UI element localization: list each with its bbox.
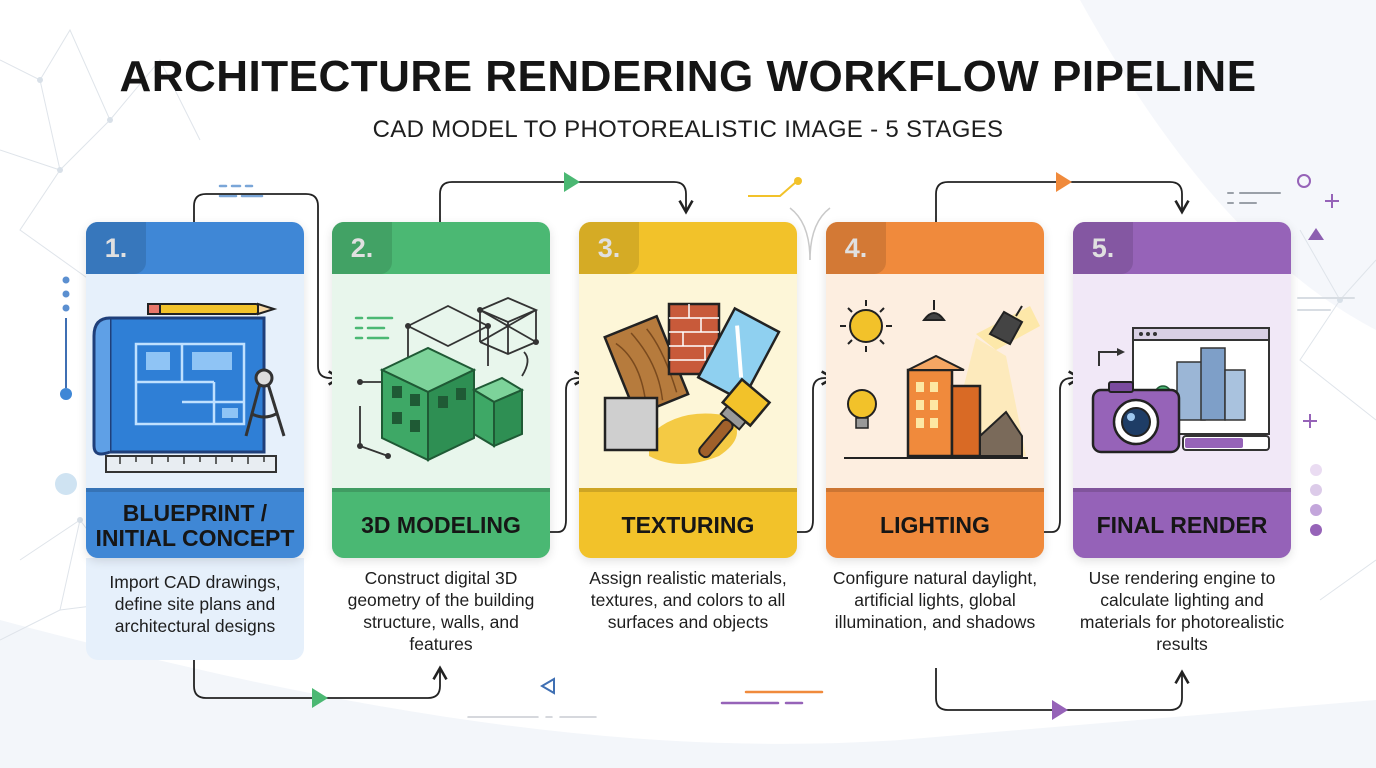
blueprint-icon — [86, 274, 304, 489]
stage-divider — [579, 488, 797, 492]
stage-title: 3D MODELING — [361, 512, 521, 539]
stage-divider — [86, 488, 304, 492]
stage-divider — [332, 488, 550, 492]
stage-description: Use rendering engine to calculate lighti… — [1079, 568, 1285, 654]
stage-name-band — [86, 492, 304, 558]
stage-card-4: 4. LIGHTING — [826, 222, 1044, 558]
stage-divider — [1073, 488, 1291, 492]
stage-description: Construct digital 3D geometry of the bui… — [347, 568, 535, 654]
stage-description: Import CAD drawings, define site plans a… — [109, 572, 281, 636]
stage-name-band — [1073, 492, 1291, 558]
stage-name-band — [826, 492, 1044, 558]
stage-name-band — [579, 492, 797, 558]
stage-description-panel — [86, 558, 304, 660]
stage-card-1: 1. BLUEPRINT / INITIAL CONCEPT — [86, 222, 304, 558]
stage-card-5: 5. FINAL RENDER — [1073, 222, 1291, 558]
stage-number: 1. — [86, 222, 146, 274]
lighting-scene-icon — [826, 274, 1044, 489]
stage-number: 3. — [579, 222, 639, 274]
stage-description: Configure natural daylight, artificial l… — [832, 568, 1038, 632]
stage-card-2: 2. 3D MODELING — [332, 222, 550, 558]
stage-title: LIGHTING — [880, 512, 990, 539]
stage-divider — [826, 488, 1044, 492]
stage-description: Assign realistic materials, textures, an… — [589, 568, 787, 632]
page-subtitle: CAD MODEL TO PHOTOREALISTIC IMAGE - 5 ST… — [372, 116, 1004, 143]
page-title: ARCHITECTURE RENDERING WORKFLOW PIPELINE — [119, 52, 1257, 101]
camera-render-icon — [1073, 274, 1291, 489]
stage-title: FINAL RENDER — [1096, 512, 1268, 539]
3d-cubes-icon — [332, 274, 550, 489]
stage-card-3: 3. TEXTURING — [579, 222, 797, 558]
stage-title: BLUEPRINT / INITIAL CONCEPT — [95, 499, 295, 551]
stage-number: 5. — [1073, 222, 1133, 274]
stage-number: 4. — [826, 222, 886, 274]
stage-number: 2. — [332, 222, 392, 274]
material-swatches-icon — [579, 274, 797, 489]
stage-name-band — [332, 492, 550, 558]
stage-title: TEXTURING — [621, 512, 755, 539]
